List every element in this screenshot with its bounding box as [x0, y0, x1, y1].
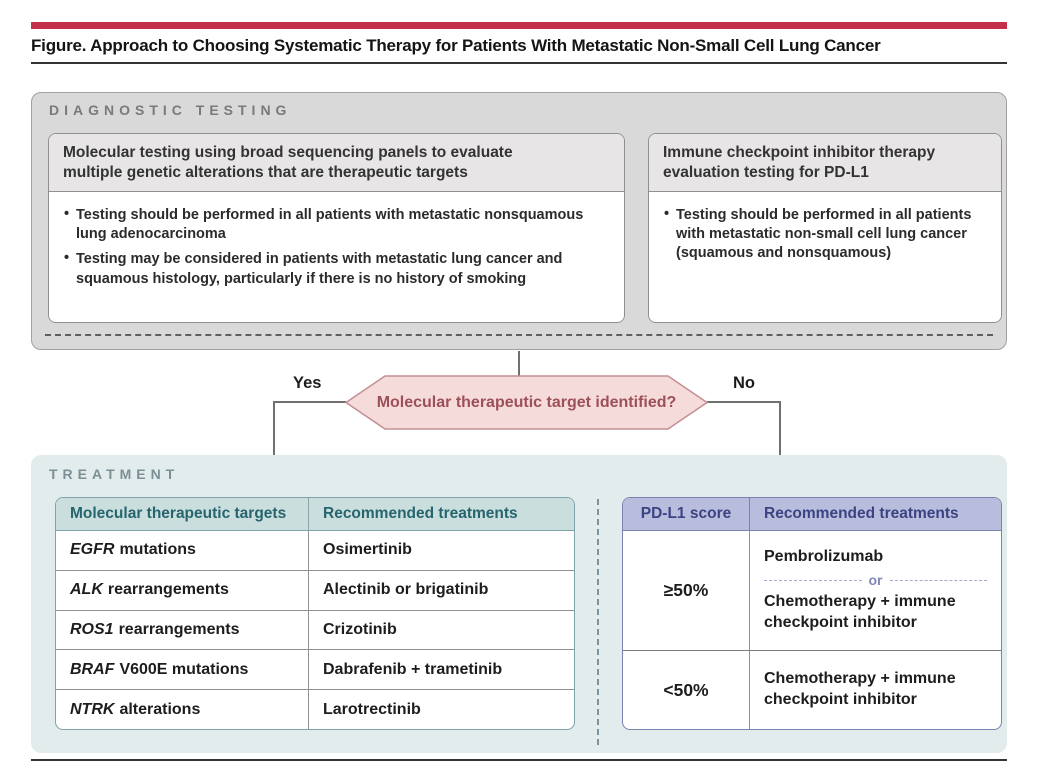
bullet-item: Testing should be performed in all patie…: [663, 205, 987, 264]
bottom-divider: [31, 759, 1007, 761]
immune-checkpoint-box-header: Immune checkpoint inhibitor therapy eval…: [649, 134, 1001, 192]
treatment-option: Chemotherapy + immune checkpoint inhibit…: [764, 593, 956, 631]
gene-name: BRAF: [70, 660, 115, 678]
title-divider: [31, 62, 1007, 64]
gene-name: ALK: [70, 581, 103, 599]
alteration-type: alterations: [119, 700, 201, 718]
connector-line: [518, 351, 520, 376]
pdl1-score-cell: <50%: [623, 651, 750, 729]
treatment-cell: Larotrectinib: [323, 700, 421, 718]
yes-branch-line: [273, 401, 346, 403]
alteration-type: V600E mutations: [119, 660, 249, 678]
treatment-cell: Crizotinib: [323, 620, 397, 638]
or-label: or: [868, 572, 883, 588]
bullet-item: Testing should be performed in all patie…: [63, 205, 610, 245]
molecular-testing-box: Molecular testing using broad sequencing…: [48, 133, 625, 323]
treatment-cell: Alectinib or brigatinib: [323, 581, 489, 599]
yes-branch-line: [273, 401, 275, 480]
gene-name: ROS1: [70, 620, 114, 638]
treatment-cell: Dabrafenib + trametinib: [323, 660, 503, 678]
molecular-testing-box-header-text: Molecular testing using broad sequencing…: [63, 144, 513, 181]
decision-question: Molecular therapeutic target identified?: [376, 393, 677, 411]
dashed-line: [889, 579, 987, 581]
pdl1-score-cell: ≥50%: [623, 531, 750, 650]
gene-name: NTRK: [70, 700, 115, 718]
table-row: ≥50% Pembrolizumab or Chemotherapy + imm…: [623, 531, 1001, 650]
table-header-row: Molecular therapeutic targets Recommende…: [56, 498, 574, 531]
gene-name: EGFR: [70, 541, 115, 559]
dashed-line: [764, 579, 862, 581]
immune-checkpoint-box: Immune checkpoint inhibitor therapy eval…: [648, 133, 1002, 323]
treatment-option: Chemotherapy + immune checkpoint inhibit…: [764, 670, 956, 708]
bullet-item: Testing may be considered in patients wi…: [63, 249, 610, 289]
treatment-label: TREATMENT: [49, 466, 180, 482]
decision-hexagon: Molecular therapeutic target identified?: [345, 375, 708, 430]
column-header: Molecular therapeutic targets: [56, 498, 309, 530]
accent-bar: [31, 22, 1007, 29]
molecular-targets-table: Molecular therapeutic targets Recommende…: [55, 497, 575, 730]
molecular-testing-box-header: Molecular testing using broad sequencing…: [49, 134, 624, 192]
pdl1-score-table: PD-L1 score Recommended treatments ≥50% …: [622, 497, 1002, 730]
no-branch-line: [779, 401, 781, 480]
no-label: No: [733, 374, 755, 392]
column-header: PD-L1 score: [623, 498, 750, 530]
table-row: <50% Chemotherapy + immune checkpoint in…: [623, 650, 1001, 729]
alteration-type: rearrangements: [107, 581, 229, 599]
or-separator: or: [764, 571, 987, 589]
tables-dashed-divider: [597, 499, 599, 745]
treatment-cell: Osimertinib: [323, 541, 412, 559]
immune-checkpoint-box-header-text: Immune checkpoint inhibitor therapy eval…: [663, 144, 936, 181]
treatment-option: Pembrolizumab: [764, 548, 884, 566]
alteration-type: rearrangements: [118, 620, 240, 638]
column-header: Recommended treatments: [323, 505, 518, 522]
column-header: Recommended treatments: [764, 505, 959, 522]
alteration-type: mutations: [119, 541, 196, 559]
immune-checkpoint-box-body: Testing should be performed in all patie…: [649, 191, 1001, 322]
molecular-testing-box-body: Testing should be performed in all patie…: [49, 191, 624, 322]
hexagon-shape-icon: [345, 375, 708, 430]
figure-title: Figure. Approach to Choosing Systematic …: [31, 36, 881, 55]
diagnostic-testing-label: DIAGNOSTIC TESTING: [49, 102, 292, 118]
table-header-row: PD-L1 score Recommended treatments: [623, 498, 1001, 531]
yes-label: Yes: [293, 374, 322, 392]
no-branch-line: [707, 401, 781, 403]
diagnostic-panel-dashed-divider: [45, 334, 993, 336]
